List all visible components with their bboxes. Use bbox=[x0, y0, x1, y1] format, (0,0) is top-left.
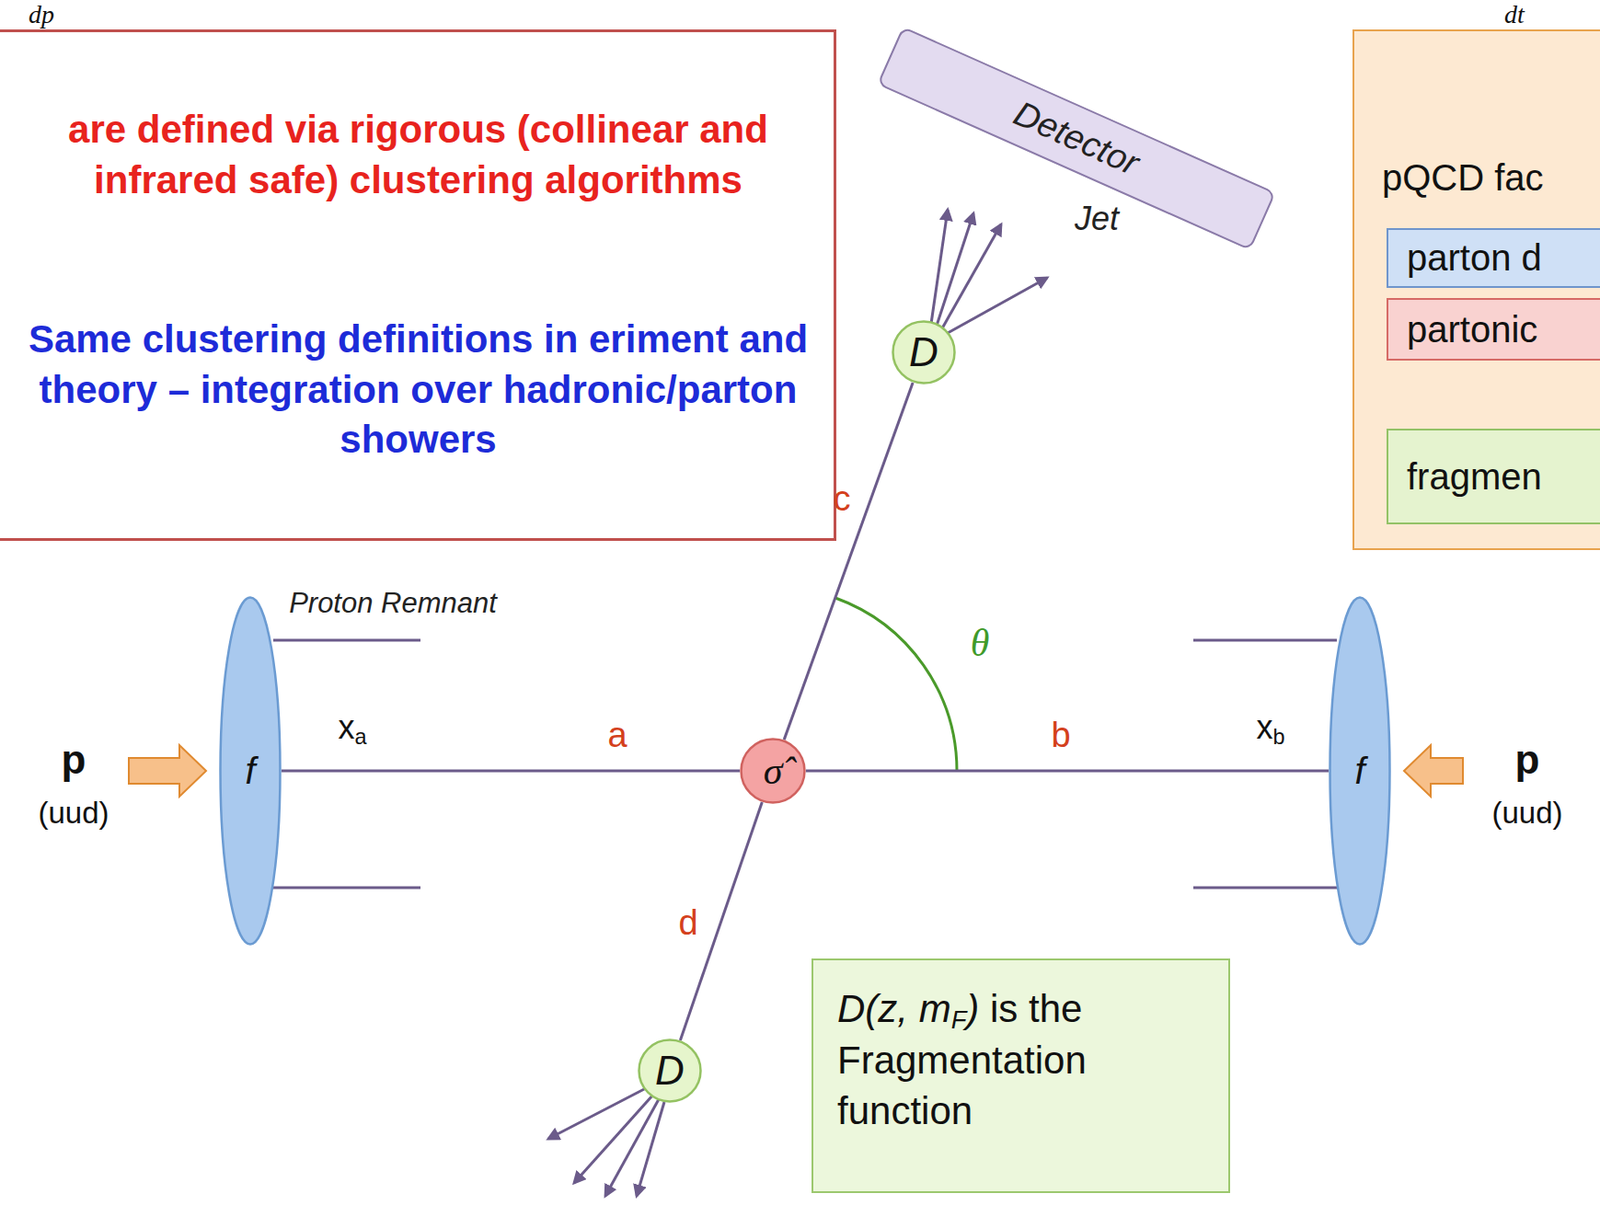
factorization-panel: pQCD fac parton d partonic fragmen bbox=[1352, 29, 1600, 551]
beam-arrow bbox=[1404, 745, 1463, 797]
cross-section-circle: σ̂ bbox=[739, 737, 806, 805]
jet-arrow bbox=[548, 1087, 648, 1140]
node-ellipse bbox=[639, 1040, 702, 1103]
diagram-label: xb bbox=[1255, 709, 1285, 750]
text-part: x bbox=[1255, 708, 1273, 747]
remnant-line bbox=[1193, 886, 1337, 890]
diagram-label: xa bbox=[337, 709, 367, 750]
node-ellipse bbox=[893, 322, 956, 384]
line-label: a bbox=[607, 716, 627, 756]
parton-line bbox=[281, 770, 740, 773]
node-text: D bbox=[655, 1050, 685, 1092]
diagram-label: Proton Remnant bbox=[288, 587, 497, 620]
diagram-label: Jet bbox=[1074, 200, 1119, 238]
node-ellipse bbox=[741, 739, 806, 804]
jet-spray-top bbox=[931, 209, 1048, 334]
node-text: f bbox=[1354, 752, 1365, 790]
node-text: D(z, mF) is the Fragmentation function bbox=[837, 984, 1205, 1137]
fragmentation-circle: D bbox=[891, 320, 956, 385]
diagram-label: (uud) bbox=[37, 796, 109, 830]
jet-arrow bbox=[936, 213, 974, 326]
diagram-label: dp bbox=[28, 0, 55, 30]
line-label: c bbox=[833, 480, 852, 519]
text-part: a bbox=[354, 725, 367, 749]
node-text: pQCD fac bbox=[1381, 156, 1600, 199]
parton-line bbox=[805, 770, 1329, 773]
proton-remnant-lines bbox=[273, 640, 1337, 888]
text-part: D(z, m bbox=[837, 987, 952, 1031]
text-part: ) bbox=[966, 987, 979, 1031]
node-text: are defined via rigorous (collinear and … bbox=[11, 104, 825, 206]
beam-arrow bbox=[128, 745, 207, 797]
node-text: Same clustering definitions in eriment a… bbox=[11, 314, 825, 466]
pdf-ellipse: f bbox=[218, 596, 282, 946]
diagram-label: p bbox=[61, 737, 87, 783]
node-text: D bbox=[909, 332, 939, 373]
theta-arc bbox=[835, 598, 957, 772]
partonic-box: partonic bbox=[1386, 298, 1600, 361]
node-text: parton d bbox=[1406, 237, 1543, 279]
diagram-label: dt bbox=[1504, 0, 1525, 30]
node-text: partonic bbox=[1406, 309, 1538, 351]
line-label: b bbox=[1050, 716, 1071, 756]
node-ellipse bbox=[220, 598, 281, 945]
jet-arrow bbox=[574, 1094, 654, 1184]
definition-box: D(z, mF) is the Fragmentation function bbox=[811, 958, 1231, 1194]
jet-spray-bottom bbox=[548, 1087, 665, 1197]
remnant-line bbox=[1193, 639, 1337, 643]
jet-arrow bbox=[942, 224, 1002, 329]
remnant-line bbox=[273, 886, 421, 890]
diagram-label: θ bbox=[970, 621, 990, 665]
remnant-line bbox=[273, 639, 421, 643]
node-text: f bbox=[244, 752, 255, 790]
jet-arrow bbox=[931, 209, 948, 324]
node-text: σ̂ bbox=[763, 751, 783, 791]
jet-arrow bbox=[636, 1102, 665, 1197]
pdf-ellipse: f bbox=[1328, 596, 1392, 946]
diagram-label: (uud) bbox=[1491, 796, 1563, 830]
node-ellipse bbox=[1330, 598, 1391, 945]
fragmentation-circle: D bbox=[637, 1038, 703, 1104]
diagram-label: p bbox=[1515, 737, 1541, 783]
jet-arrow bbox=[947, 277, 1048, 334]
text-part: F bbox=[951, 1005, 967, 1035]
note-box: are defined via rigorous (collinear and … bbox=[0, 29, 837, 542]
line-label: d bbox=[678, 904, 698, 944]
pdf-box: parton d bbox=[1386, 228, 1600, 288]
text-part: x bbox=[337, 708, 355, 747]
node-text: fragmen bbox=[1406, 456, 1543, 498]
node-text: Detector bbox=[1008, 92, 1146, 184]
text-part: b bbox=[1272, 725, 1285, 749]
fragmentation-box: fragmen bbox=[1386, 428, 1600, 525]
